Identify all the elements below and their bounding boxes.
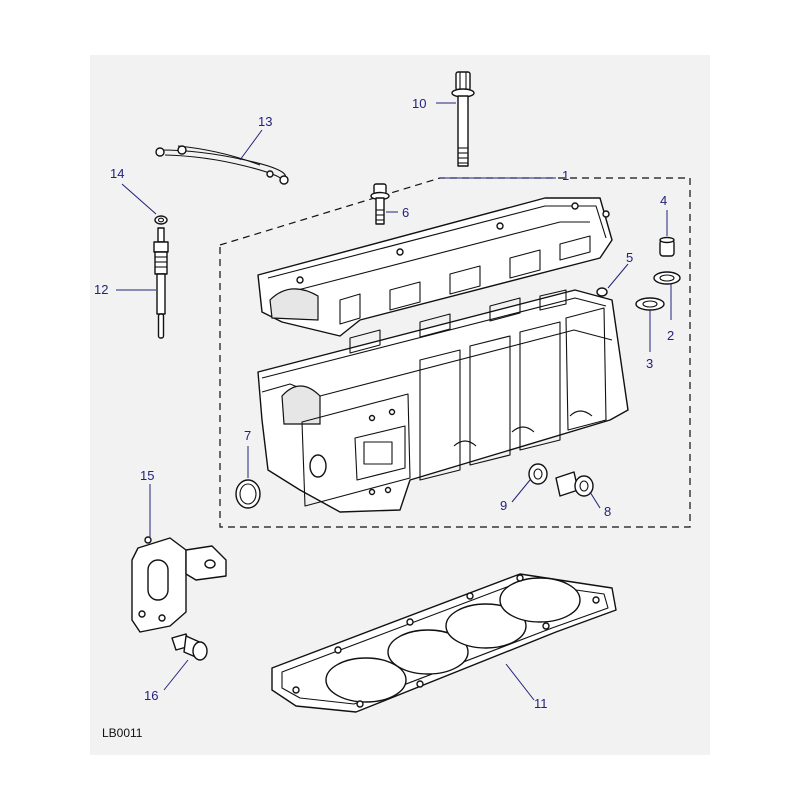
part-9-washer: [528, 463, 548, 485]
callout-5: 5: [626, 250, 633, 265]
part-1-camshaft-carrier: [257, 197, 613, 337]
callout-16: 16: [144, 688, 158, 703]
callout-1: 1: [562, 168, 569, 183]
callout-14: 14: [110, 166, 124, 181]
part-10-cylinder-head-bolt: [451, 71, 475, 167]
callout-4: 4: [660, 193, 667, 208]
callout-12: 12: [94, 282, 108, 297]
callout-3: 3: [646, 356, 653, 371]
leader-lines: [116, 102, 672, 701]
part-15-bracket: [131, 536, 227, 633]
part-16-bolt: [171, 633, 208, 661]
callout-2: 2: [667, 328, 674, 343]
part-6-bolt: [370, 183, 390, 225]
diagram-reference-code: LB0011: [102, 726, 143, 740]
part-2-seal: [653, 271, 681, 285]
part-11-cylinder-head-gasket: [271, 573, 617, 713]
part-12-glow-plug: [153, 227, 169, 339]
callout-11: 11: [534, 696, 548, 711]
assembly-boundary-dashed: [219, 177, 691, 528]
callout-8: 8: [604, 504, 611, 519]
part-1-cylinder-head: [257, 289, 629, 513]
callout-9: 9: [500, 498, 507, 513]
part-4-sleeve: [659, 236, 675, 257]
callout-6: 6: [402, 205, 409, 220]
callout-15: 15: [140, 468, 154, 483]
part-7-ring-seal: [235, 479, 261, 509]
part-13-glow-plug-wiring-link: [155, 145, 289, 185]
part-3-seal: [635, 297, 665, 311]
part-5-plug: [596, 287, 608, 297]
callout-10: 10: [412, 96, 426, 111]
callout-13: 13: [258, 114, 272, 129]
callout-7: 7: [244, 428, 251, 443]
part-14-terminal-nut: [154, 215, 168, 225]
part-8-plug-bolt: [555, 471, 594, 497]
